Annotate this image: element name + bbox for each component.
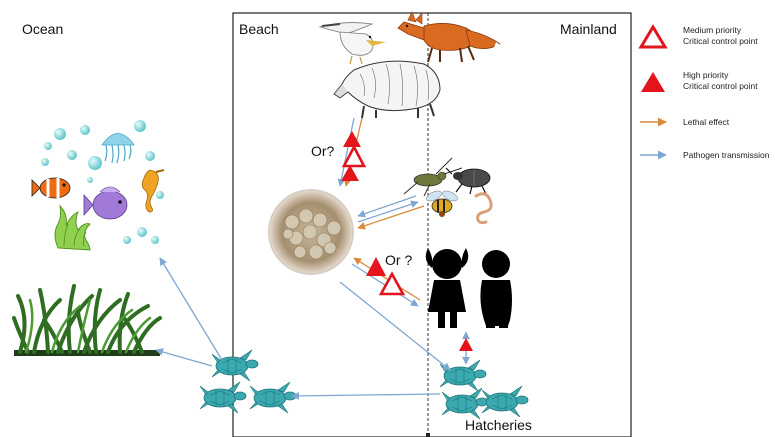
pathogen-arrow-turtles-seagrass (156, 350, 212, 366)
high-priority-icon (641, 72, 665, 92)
worm-icon (476, 194, 491, 223)
clownfish-icon (32, 178, 70, 198)
tropical-fish-icon (84, 187, 127, 219)
legend-medium-line2: Critical control point (683, 36, 758, 46)
seagrass-icon (14, 286, 160, 356)
legend-high-line1: High priority (683, 70, 729, 80)
boar-icon (334, 61, 440, 118)
egg-nest-icon (269, 190, 353, 274)
sea-turtle-icon (200, 382, 246, 413)
seahorse-icon (142, 170, 164, 212)
legend-high-line2: Critical control point (683, 81, 758, 91)
beach-label: Beach (239, 21, 279, 37)
high-priority-icon (366, 257, 386, 276)
ocean-label: Ocean (22, 21, 63, 37)
pathogen-arrow-turtles-ocean (160, 258, 222, 360)
lethal-arrow-invertebrates (358, 206, 424, 228)
jellyfish-icon (102, 134, 134, 164)
legend-lethal: Lethal effect (683, 117, 730, 127)
seagull-icon (320, 23, 386, 64)
sea-turtle-icon (482, 386, 528, 417)
or-top-label: Or? (311, 143, 335, 159)
mainland-label: Mainland (560, 21, 617, 37)
or-middle-label: Or ? (385, 252, 412, 268)
legend-pathogen: Pathogen transmission (683, 150, 770, 160)
adult-silhouette-icon (480, 250, 512, 328)
child-silhouette-icon (426, 248, 469, 328)
sea-turtle-icon (440, 360, 486, 391)
sea-turtle-icon (442, 388, 488, 419)
high-priority-icon (459, 338, 473, 351)
medium-priority-icon (641, 27, 665, 47)
pathogen-arrow-hatchery-turtles (292, 394, 440, 396)
beetle-icon (446, 168, 490, 194)
fox-icon (398, 12, 502, 62)
sea-turtle-icon (250, 382, 296, 413)
wasp-icon (425, 189, 459, 217)
hatcheries-label: Hatcheries (465, 417, 532, 433)
ocean-life (32, 120, 164, 250)
divider-end-mark (426, 433, 430, 437)
legend-medium-line1: Medium priority (683, 25, 742, 35)
legend: Medium priority Critical control point H… (640, 25, 770, 160)
